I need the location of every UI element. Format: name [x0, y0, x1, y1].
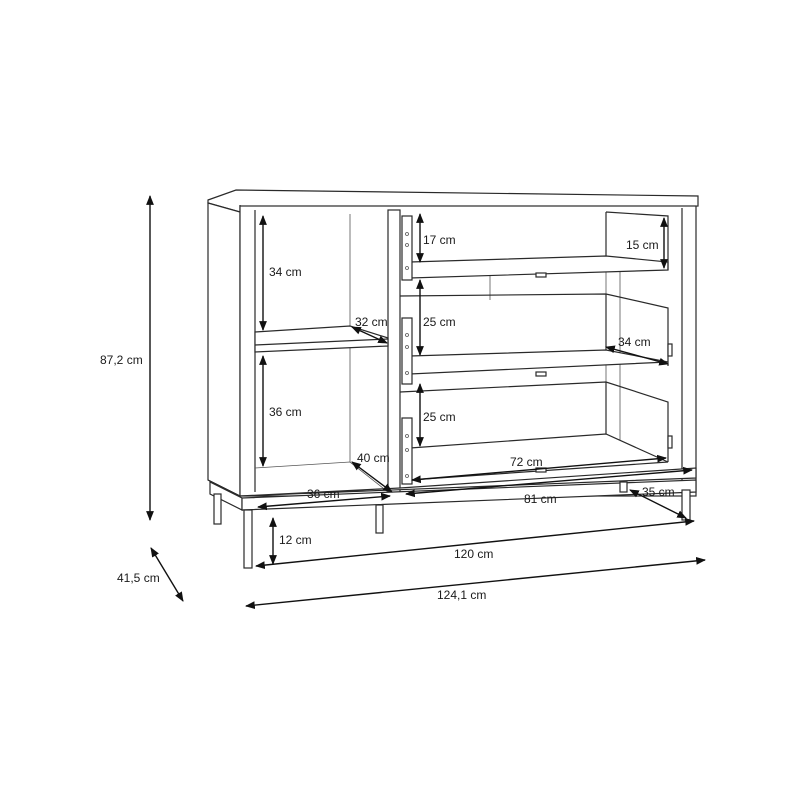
label-lower-shelf-height: 36 cm — [269, 405, 302, 419]
label-upper-shelf-height: 34 cm — [269, 265, 302, 279]
label-width-body: 120 cm — [454, 547, 494, 561]
label-top-drawer-opening: 17 cm — [423, 233, 456, 247]
label-drawer-depth: 34 cm — [618, 335, 651, 349]
label-middle-drawer-opening: 25 cm — [423, 315, 456, 329]
leg-front-left — [243, 509, 253, 569]
label-left-compartment-width: 36 cm — [307, 487, 340, 501]
label-drawer-inner-width: 72 cm — [510, 455, 543, 469]
leg-back-right — [375, 504, 384, 534]
label-width-total: 124,1 cm — [437, 588, 487, 602]
leg-back-left — [213, 493, 222, 525]
dim-width-body — [255, 518, 695, 569]
label-right-compartment-width: 81 cm — [524, 492, 557, 506]
label-left-compartment-depth: 40 cm — [357, 451, 390, 465]
label-right-depth: 35 cm — [642, 485, 675, 499]
label-total-height: 87,2 cm — [100, 353, 143, 367]
left-side-panel — [207, 202, 241, 497]
label-top-drawer-height: 15 cm — [626, 238, 659, 252]
label-depth-total: 41,5 cm — [117, 571, 160, 585]
dim-depth-total — [150, 547, 184, 602]
label-shelf-depth: 32 cm — [355, 315, 388, 329]
drawer-top — [401, 211, 669, 281]
center-divider — [387, 209, 401, 495]
label-leg-height: 12 cm — [279, 533, 312, 547]
label-bottom-drawer-opening: 25 cm — [423, 410, 456, 424]
leg-front-right — [681, 489, 691, 521]
